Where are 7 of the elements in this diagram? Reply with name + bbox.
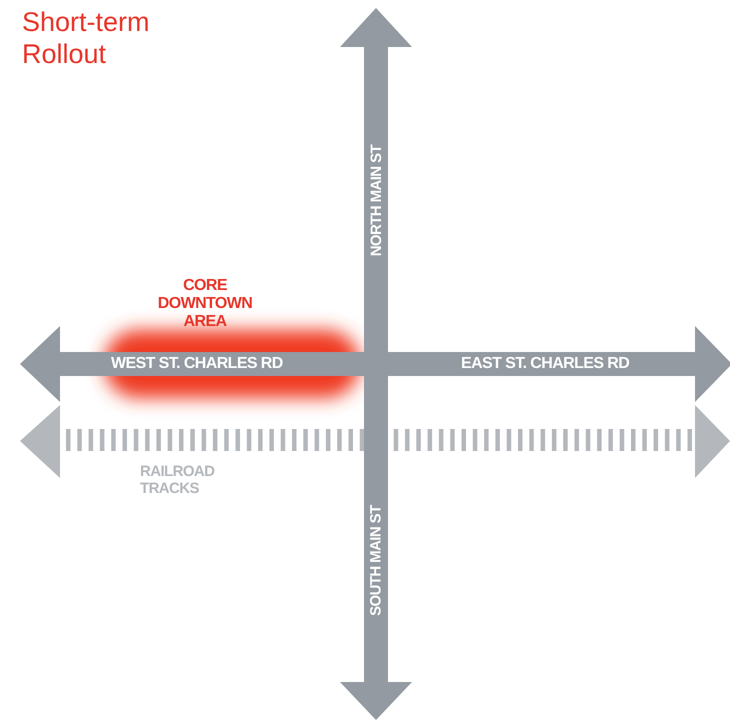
street-label: NORTH MAIN ST: [368, 144, 385, 256]
street-label: EAST ST. CHARLES RD: [461, 355, 630, 374]
street-label: WEST ST. CHARLES RD: [111, 355, 283, 374]
railroad-label: RAILROAD TRACKS: [140, 462, 216, 497]
map-title: Short-term Rollout: [22, 6, 151, 71]
area-label: CORE DOWNTOWN AREA: [156, 276, 254, 332]
street-label: SOUTH MAIN ST: [367, 504, 384, 616]
